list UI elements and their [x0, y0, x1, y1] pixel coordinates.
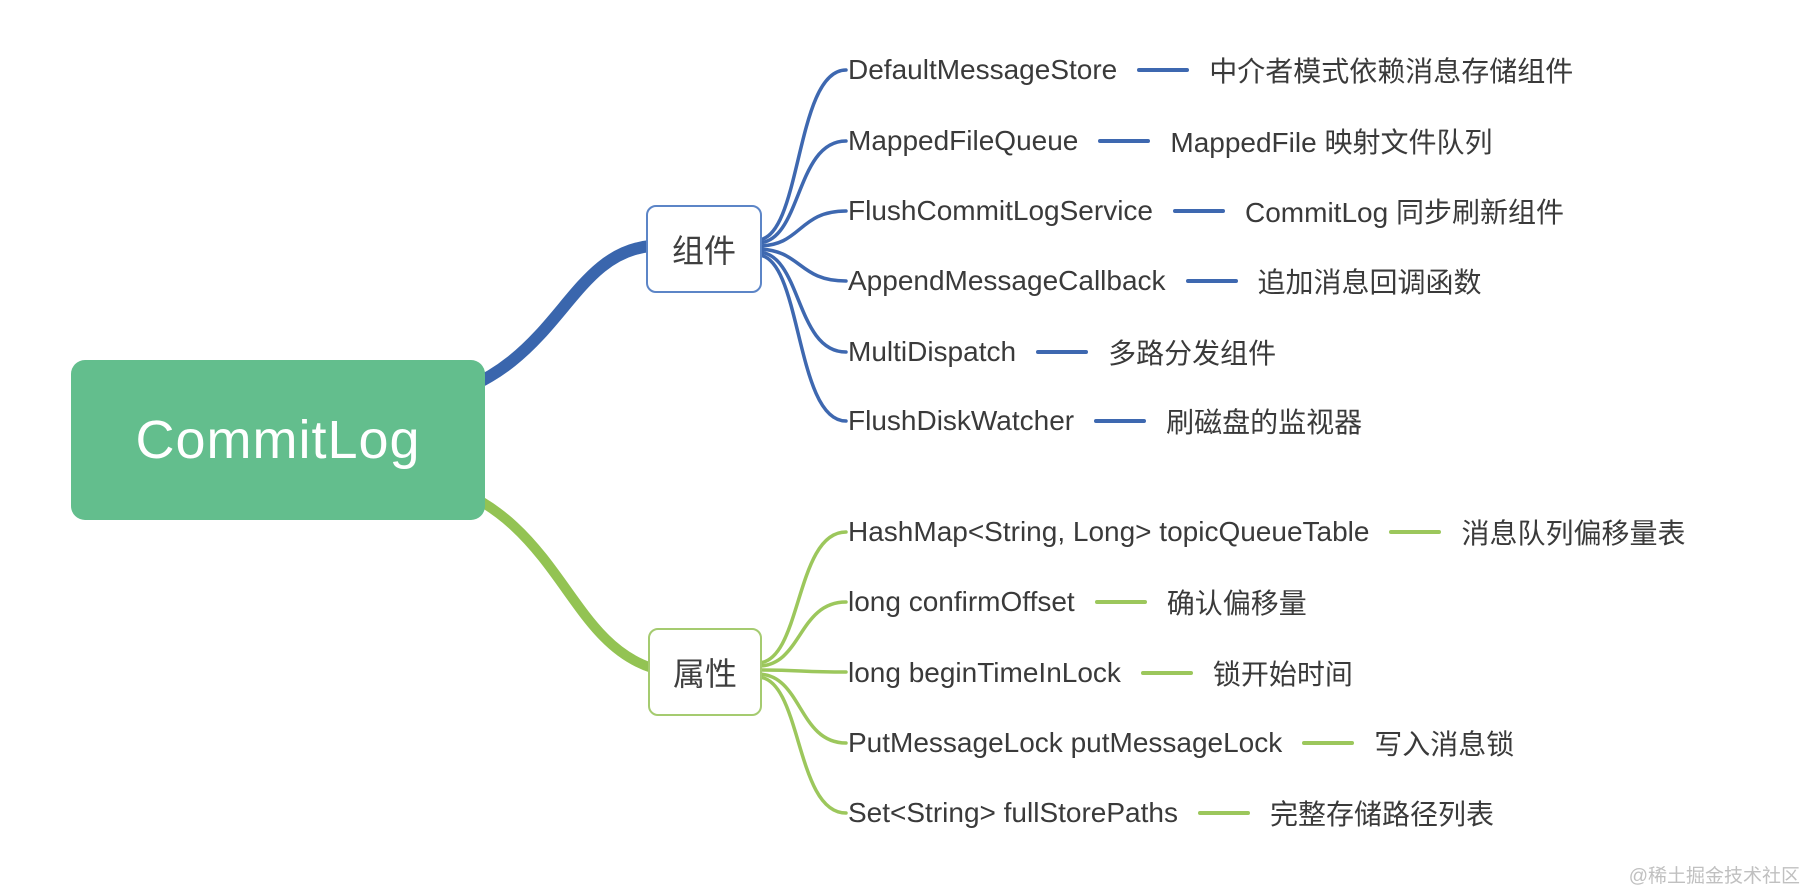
leaf-note: CommitLog 同步刷新组件: [1245, 197, 1564, 228]
leaf-note: 完整存储路径列表: [1269, 799, 1494, 830]
edge-properties-leaf-1: [756, 530, 848, 665]
root-node-label: CommitLog: [135, 410, 421, 470]
leaf-label: long confirmOffset: [848, 586, 1075, 617]
leaf-note: 确认偏移量: [1166, 588, 1307, 619]
connector-line: [1302, 741, 1355, 745]
leaf-flushcommitlogservice: FlushCommitLogService CommitLog 同步刷新组件: [848, 193, 1564, 229]
edge-components-leaf-2: [756, 139, 848, 245]
connector-line: [1197, 811, 1250, 815]
branch-node-components: 组件: [646, 205, 762, 293]
leaf-defaultmessagestore: DefaultMessageStore 中介者模式依赖消息存储组件: [848, 52, 1573, 88]
watermark-text: @稀土掘金技术社区: [1628, 866, 1800, 887]
leaf-note: 写入消息锁: [1374, 729, 1515, 760]
leaf-multidispatch: MultiDispatch 多路分发组件: [848, 334, 1276, 370]
connector-line: [1185, 279, 1238, 283]
root-node-commitlog: CommitLog: [71, 360, 485, 520]
leaf-label: DefaultMessageStore: [848, 54, 1118, 85]
edge-components-leaf-4: [756, 247, 848, 283]
edge-properties-leaf-5: [756, 675, 848, 815]
leaf-flushdiskwatcher: FlushDiskWatcher 刷磁盘的监视器: [848, 403, 1362, 439]
leaf-note: 多路分发组件: [1108, 338, 1277, 369]
leaf-label: Set<String> fullStorePaths: [848, 797, 1178, 828]
connector-line: [1036, 350, 1089, 354]
leaf-note: 追加消息回调函数: [1257, 267, 1482, 298]
leaf-label: FlushDiskWatcher: [848, 405, 1075, 436]
leaf-note: MappedFile 映射文件队列: [1170, 127, 1493, 158]
edge-properties-leaf-3: [756, 668, 848, 674]
edge-components-leaf-1: [756, 68, 848, 242]
connector-line: [1094, 600, 1147, 604]
edge-components-leaf-3: [756, 209, 848, 248]
leaf-confirmoffset: long confirmOffset 确认偏移量: [848, 584, 1307, 620]
leaf-fullstorepaths: Set<String> fullStorePaths 完整存储路径列表: [848, 795, 1494, 831]
connector-line: [1389, 530, 1442, 534]
leaf-note: 锁开始时间: [1212, 659, 1353, 690]
leaf-label: AppendMessageCallback: [848, 265, 1166, 296]
leaf-topicqueuetable: HashMap<String, Long> topicQueueTable 消息…: [848, 514, 1685, 550]
edge-components-leaf-5: [756, 250, 848, 354]
leaf-note: 中介者模式依赖消息存储组件: [1209, 56, 1574, 87]
edge-properties-leaf-4: [756, 672, 848, 745]
leaf-label: FlushCommitLogService: [848, 195, 1153, 226]
connector-line: [1173, 209, 1225, 213]
branch-node-label: 属性: [672, 656, 737, 692]
connector-line: [1094, 419, 1147, 423]
leaf-label: MappedFileQueue: [848, 125, 1079, 156]
connector-line: [1140, 671, 1193, 675]
leaf-label: PutMessageLock putMessageLock: [848, 727, 1283, 758]
branch-node-label: 组件: [671, 233, 736, 269]
leaf-label: long beginTimeInLock: [848, 657, 1121, 688]
leaf-appendmessagecallback: AppendMessageCallback 追加消息回调函数: [848, 263, 1482, 299]
connector-line: [1137, 68, 1190, 72]
leaf-putmessagelock: PutMessageLock putMessageLock 写入消息锁: [848, 725, 1514, 761]
leaf-label: MultiDispatch: [848, 336, 1017, 367]
leaf-begintimeinlock: long beginTimeInLock 锁开始时间: [848, 655, 1353, 691]
leaf-label: HashMap<String, Long> topicQueueTable: [848, 516, 1370, 547]
connector-line: [1098, 139, 1151, 143]
leaf-mappedfilequeue: MappedFileQueue MappedFile 映射文件队列: [848, 123, 1492, 159]
leaf-note: 刷磁盘的监视器: [1166, 407, 1363, 438]
edge-components-leaf-6: [756, 253, 848, 423]
leaf-note: 消息队列偏移量表: [1461, 518, 1686, 549]
branch-node-properties: 属性: [648, 628, 762, 716]
edge-properties-leaf-2: [756, 600, 848, 668]
